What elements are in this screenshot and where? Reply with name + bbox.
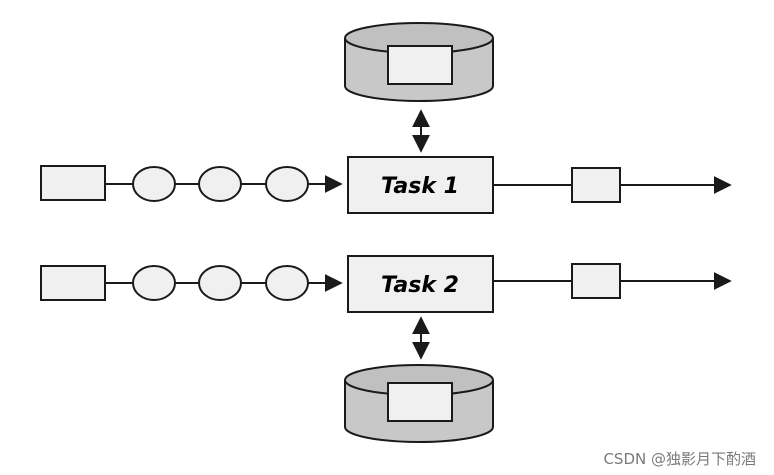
queue-record-2-3 [265,265,309,301]
row-task-2: Task 2 [40,255,732,443]
task-box-2 [347,255,494,313]
task-box-1 [347,156,494,214]
state-drum-window [387,45,453,85]
watermark: CSDN @独影月下酌酒 [603,450,756,468]
state-drum-window [387,382,453,422]
queue-record-1-2 [198,166,242,202]
state-store-2 [344,364,494,443]
source-box-2 [40,265,106,301]
source-box-1 [40,165,106,201]
output-box-1 [571,167,621,203]
queue-record-1-3 [265,166,309,202]
output-box-2 [571,263,621,299]
task-label-1: Task 1 [381,174,459,199]
state-store-1 [344,22,494,102]
task-label-2: Task 2 [381,273,459,298]
queue-record-2-1 [132,265,176,301]
row-task-1: Task 1 [40,22,732,214]
queue-record-1-1 [132,166,176,202]
queue-record-2-2 [198,265,242,301]
